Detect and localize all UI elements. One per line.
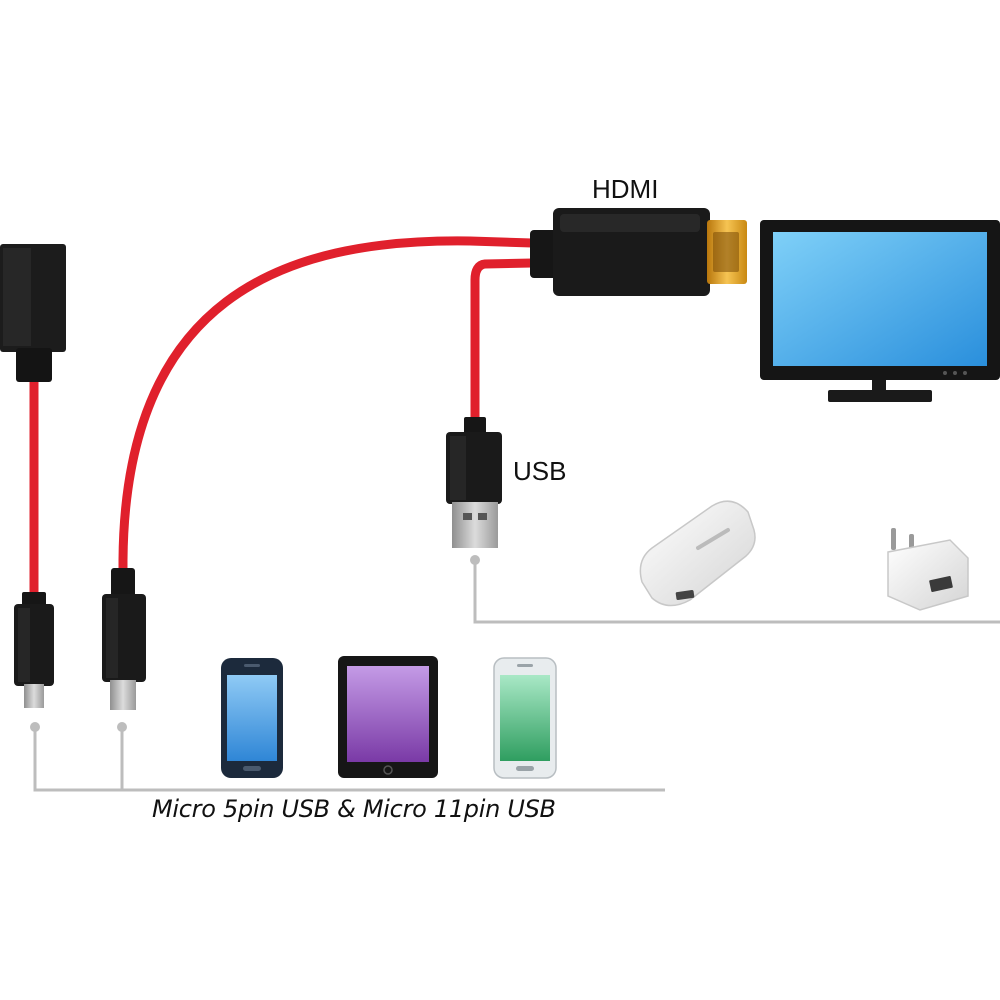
- leader-lines: [33, 560, 1000, 792]
- hdmi-label: HDMI: [592, 174, 659, 204]
- cable-usb: [470, 258, 537, 427]
- hdmi-plug-icon: [530, 208, 747, 296]
- micro-usb-female-adapter-icon: [0, 244, 66, 382]
- smartphone-icon: [493, 657, 557, 779]
- cable-main: [118, 236, 537, 580]
- wall-charger-icon: [887, 528, 969, 611]
- monitor-icon: [760, 220, 1000, 402]
- leader-line-usb: [473, 560, 1000, 624]
- smartphone-icon: [221, 658, 283, 778]
- cables: [29, 236, 537, 603]
- usb-a-plug-icon: [446, 417, 502, 548]
- power-bank-icon: [639, 500, 756, 607]
- tablet-icon: [338, 656, 438, 778]
- leader-dot-micro-5pin: [30, 722, 40, 732]
- micro-usb-plug-icon: [102, 568, 146, 710]
- leader-line-micro-5pin: [33, 727, 665, 792]
- usb-label: USB: [513, 456, 567, 486]
- leader-dot-usb: [470, 555, 480, 565]
- leader-dot-micro-11pin: [117, 722, 127, 732]
- micro-usb-plug-icon: [14, 592, 54, 708]
- micro-usb-label: Micro 5pin USB & Micro 11pin USB: [152, 795, 556, 823]
